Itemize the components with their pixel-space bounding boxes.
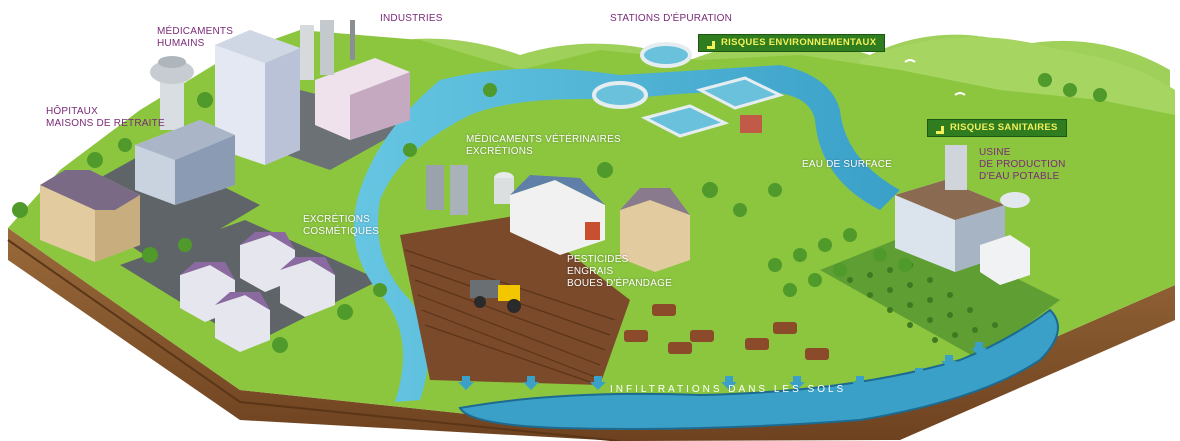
farm-silos — [426, 165, 514, 215]
label-eau-surface: EAU DE SURFACE — [802, 159, 893, 170]
barn — [510, 175, 605, 255]
risk-sanitaires-box: RISQUES SANITAIRES — [927, 119, 1067, 137]
houses — [180, 235, 335, 352]
birds — [904, 18, 989, 96]
label-hopitaux: HÔPITAUX MAISONS DE RETRAITE — [46, 106, 165, 129]
risk-environnementaux-label: RISQUES ENVIRONNEMENTAUX — [721, 37, 877, 48]
treatment-plant — [592, 42, 785, 138]
apartment-building — [215, 30, 300, 165]
label-infiltrations: INFILTRATIONS DANS LES SOLS — [610, 384, 847, 395]
farm-house — [620, 188, 690, 272]
urban-area-left — [60, 150, 260, 265]
potable-water-plant — [895, 145, 1030, 285]
manor-house — [40, 170, 140, 262]
tractor — [470, 280, 521, 313]
house-roofs — [180, 232, 335, 310]
infiltration-arrows — [458, 342, 987, 390]
crop-field — [820, 230, 1060, 360]
label-pesticides: PESTICIDES ENGRAIS BOUES D'ÉPANDAGE — [567, 254, 672, 289]
label-stations: STATIONS D'ÉPURATION — [610, 13, 733, 24]
industry-building — [300, 20, 410, 140]
soil-line — [7, 239, 621, 441]
label-usine: USINE DE PRODUCTION D'EAU POTABLE — [979, 147, 1066, 182]
label-excretions: EXCRÉTIONS COSMÉTIQUES — [303, 214, 380, 237]
hospital-building — [135, 120, 235, 205]
cows — [624, 304, 829, 360]
groundwater — [458, 308, 1059, 430]
risk-environnementaux-box: RISQUES ENVIRONNEMENTAUX — [698, 34, 886, 52]
label-industries: INDUSTRIES — [380, 13, 443, 24]
risk-sanitaires-label: RISQUES SANITAIRES — [950, 122, 1058, 133]
river — [353, 65, 900, 402]
trees — [12, 73, 1107, 353]
label-medicaments-humains: MÉDICAMENTS HUMAINS — [157, 26, 234, 49]
arrow-icon — [933, 123, 944, 134]
water-tower — [150, 56, 194, 130]
label-veterinaires: MÉDICAMENTS VÉTÉRINAIRES EXCRÉTIONS — [466, 134, 621, 157]
arrow-icon — [704, 38, 715, 49]
